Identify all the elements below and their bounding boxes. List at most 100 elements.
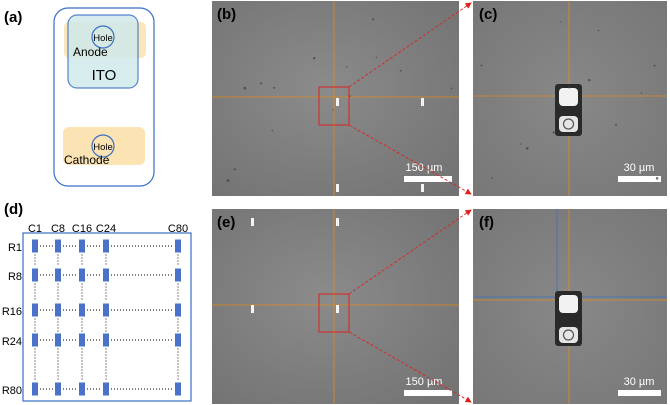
- panel-a-device-schematic: (a) Hole Anode ITO Hole Cathode: [4, 7, 155, 187]
- speck: [560, 86, 562, 88]
- hole-bottom-text: Hole: [93, 142, 113, 153]
- array-pixel: [32, 268, 38, 282]
- array-pixel: [175, 268, 181, 282]
- panel-b-micrograph: (b) 150 µm: [212, 1, 459, 196]
- scale-bar-b: [404, 176, 452, 182]
- panel-b-label: (b): [217, 6, 236, 23]
- pixel-f-bottom-ring: [562, 329, 575, 341]
- speck: [640, 92, 643, 94]
- array-pixel: [175, 303, 181, 317]
- speck: [655, 177, 659, 180]
- panel-c-micrograph: (c) 30 µm: [473, 1, 667, 196]
- pixel-b-bottom-left: [336, 184, 339, 192]
- array-pixel: [32, 239, 38, 253]
- row-labels: R1 R8 R16 R24 R80: [2, 242, 22, 397]
- array-frame: [22, 232, 192, 402]
- scale-bar-e: [404, 390, 452, 396]
- speck: [587, 78, 591, 82]
- scale-bar-f: [618, 390, 661, 396]
- speck: [552, 131, 555, 134]
- array-pixel: [79, 239, 85, 253]
- column-label: C1: [28, 223, 42, 235]
- speck: [520, 143, 522, 145]
- ito-pad: [67, 14, 139, 89]
- pixel-grid: [32, 239, 181, 396]
- array-pixel: [103, 333, 109, 347]
- zoom-box-e: [318, 293, 350, 333]
- hole-bottom-circle: [91, 134, 115, 158]
- row-label: R1: [8, 242, 22, 254]
- speck: [332, 109, 334, 111]
- array-pixel: [55, 239, 61, 253]
- array-pixel: [175, 333, 181, 347]
- pixel-c-bottom-ring: [562, 118, 575, 130]
- cathode-pad: [63, 127, 145, 165]
- speck: [525, 147, 529, 150]
- hole-top-circle: [91, 25, 115, 49]
- panel-c-label: (c): [479, 6, 497, 23]
- array-pixel: [103, 303, 109, 317]
- pixel-c-top-emitter: [559, 88, 578, 106]
- column-label: C24: [96, 223, 116, 235]
- speck: [346, 66, 348, 68]
- speck: [450, 87, 453, 90]
- hole-top-text: Hole: [93, 33, 113, 44]
- column-label: C80: [168, 223, 188, 235]
- speck: [226, 179, 230, 182]
- pixel-f-bottom-emitter: [559, 327, 578, 343]
- pixel-b-bottom-right: [421, 184, 424, 192]
- speck: [653, 64, 656, 67]
- array-pixel: [79, 303, 85, 317]
- array-pixel: [175, 239, 181, 253]
- array-pixel: [79, 333, 85, 347]
- speck: [260, 82, 263, 85]
- speck: [375, 56, 378, 59]
- panel-d-label: (d): [4, 201, 23, 218]
- speck: [614, 123, 618, 126]
- panel-e-label: (e): [217, 214, 235, 231]
- array-pixel: [32, 382, 38, 396]
- speck: [597, 29, 600, 32]
- speck: [567, 85, 571, 89]
- scale-c-text: 30 µm: [624, 162, 655, 174]
- anode-text: Anode: [73, 45, 108, 59]
- speck: [491, 177, 493, 179]
- speck: [312, 56, 316, 60]
- column-labels: C1 C8 C16 C24 C80: [28, 223, 188, 235]
- speck: [349, 95, 351, 97]
- pixel-e-mid-left: [251, 305, 254, 313]
- panel-e-micrograph: (e) 150 µm: [212, 209, 459, 404]
- column-label: C16: [72, 223, 92, 235]
- array-pixel: [55, 382, 61, 396]
- pixel-e-top-center: [336, 218, 339, 226]
- zoom-arrow-b-bottom: [348, 124, 472, 195]
- panel-f-micrograph: (f) 30 µm: [473, 209, 667, 404]
- array-pixel: [175, 382, 181, 396]
- scale-e-text: 150 µm: [406, 376, 443, 388]
- array-pixel: [32, 303, 38, 317]
- array-pixel: [55, 333, 61, 347]
- micrograph-b-image: [212, 1, 459, 196]
- speck: [399, 69, 402, 72]
- row-label: R8: [8, 271, 22, 283]
- scale-f-text: 30 µm: [624, 376, 655, 388]
- pixel-b-right: [421, 98, 424, 106]
- pixel-b-center: [336, 98, 339, 106]
- scale-b-text: 150 µm: [406, 162, 443, 174]
- pixel-f-top-emitter: [559, 295, 578, 313]
- zoom-arrow-e-bottom: [348, 331, 472, 403]
- array-pixel: [55, 268, 61, 282]
- speck: [233, 168, 236, 171]
- panel-d-pixel-array: (d) C1 C8 C16 C24 C80 R1 R8 R16 R24 R80: [2, 201, 192, 402]
- speck: [271, 129, 273, 132]
- pixel-e-top-left: [251, 218, 254, 226]
- speck: [480, 64, 483, 67]
- row-label: R80: [2, 385, 22, 397]
- pixel-e-mid-center: [336, 305, 339, 313]
- array-pixel: [79, 268, 85, 282]
- row-label: R16: [2, 306, 22, 318]
- column-label: C8: [51, 223, 65, 235]
- array-pixel: [32, 333, 38, 347]
- panel-a-label: (a): [4, 9, 22, 26]
- speck: [560, 21, 562, 23]
